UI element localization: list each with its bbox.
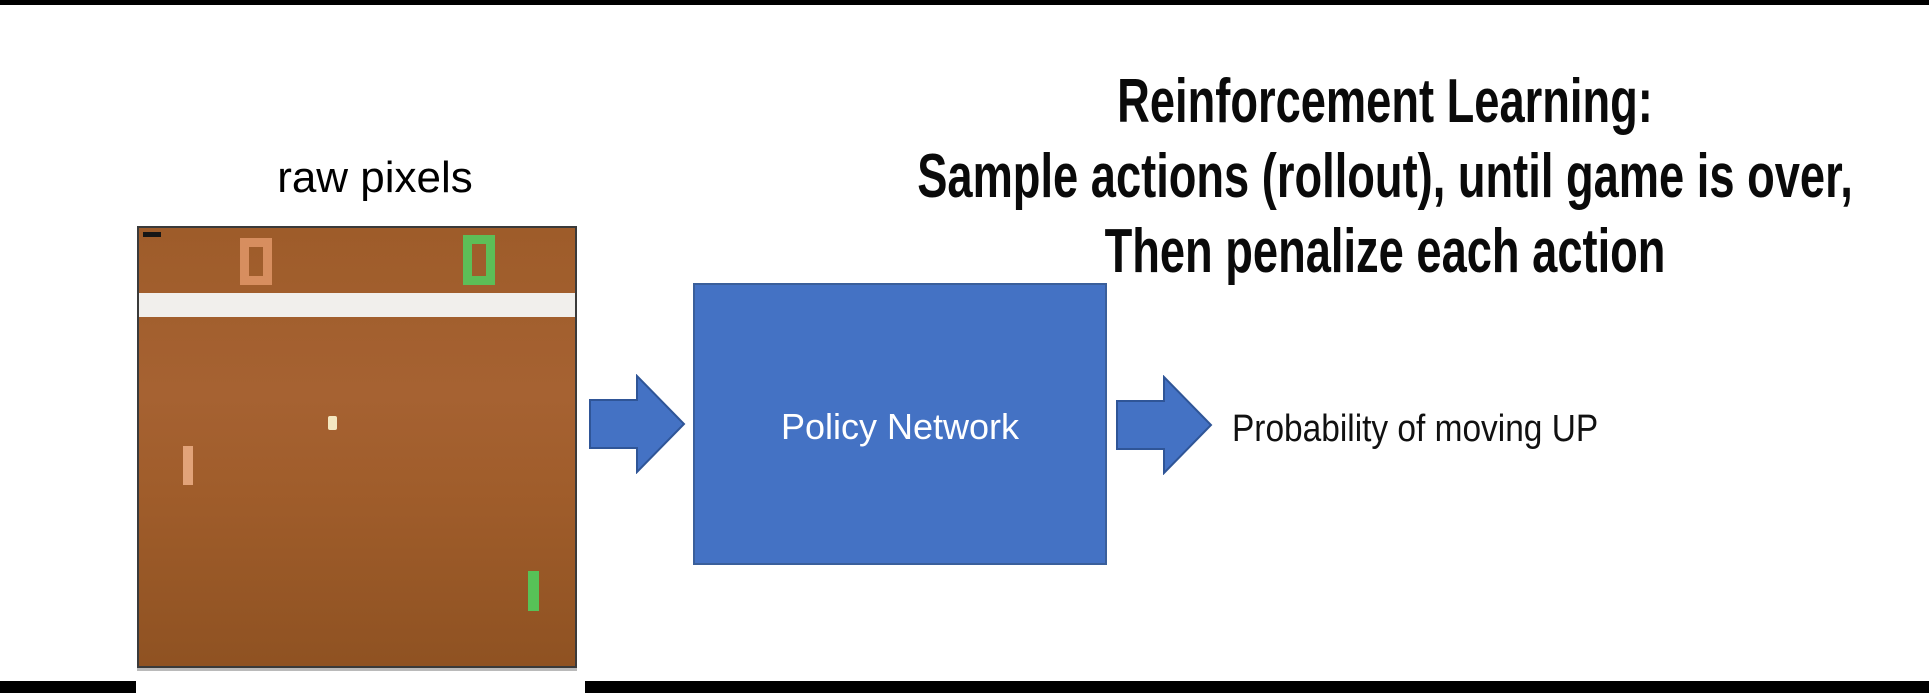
right-paddle: [528, 571, 539, 611]
output-arrow-icon: [1116, 375, 1213, 475]
policy-network-box: Policy Network: [693, 283, 1107, 565]
pong-game-screenshot: [137, 226, 577, 668]
title-line-1: Reinforcement Learning:: [1117, 67, 1653, 136]
left-paddle: [183, 446, 193, 485]
top-edge-bar: [0, 0, 1929, 5]
input-arrow-shape: [589, 374, 686, 474]
raw-pixels-caption: raw pixels: [277, 153, 473, 202]
right-player-score-zero: [463, 235, 495, 285]
title-line-2: Sample actions (rollout), until game is …: [917, 142, 1853, 211]
pong-ball: [328, 416, 337, 430]
policy-network-label: Policy Network: [780, 406, 1020, 447]
output-arrow-shape: [1116, 375, 1213, 475]
bottom-right-edge-bar: [585, 681, 1929, 693]
probability-output-label: Probability of moving UP: [1232, 408, 1599, 450]
top-wall-band: [139, 293, 575, 317]
title-line-3: Then penalize each action: [1104, 217, 1666, 286]
bottom-left-edge-bar: [0, 681, 136, 693]
screen-artifact-dash: [143, 232, 161, 237]
slide-title: Reinforcement Learning: Sample actions (…: [874, 64, 1896, 289]
input-arrow-icon: [589, 374, 686, 474]
left-player-score-zero: [240, 238, 272, 285]
